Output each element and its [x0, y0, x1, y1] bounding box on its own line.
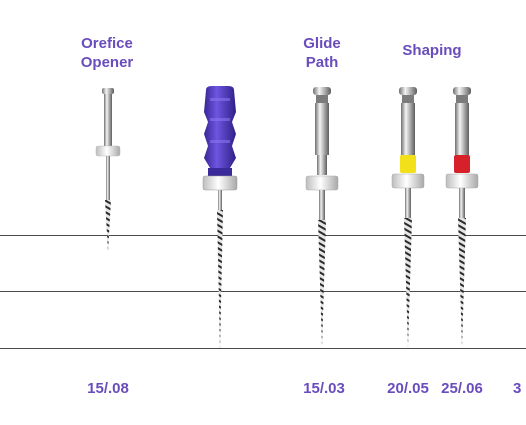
header-glide-line2: Path: [305, 54, 339, 71]
size-label-1: 15/.08: [87, 380, 129, 397]
header-glide-path: Glide Path: [296, 34, 348, 72]
shaping-file-20-05: [391, 87, 425, 348]
reference-line-3: [0, 348, 526, 349]
header-orifice-line1: Orefice: [81, 35, 133, 52]
header-glide-line1: Glide: [303, 35, 341, 52]
hand-k-file: [202, 86, 238, 352]
header-orifice-opener: Orefice Opener: [74, 34, 140, 72]
size-label-2: 15/.03: [303, 380, 345, 397]
shaping-file-25-06: [445, 87, 479, 348]
size-label-4: 25/.06: [441, 380, 483, 397]
size-label-3: 20/.05: [387, 380, 429, 397]
header-shaping: Shaping: [402, 42, 462, 59]
glide-path-file: [305, 87, 339, 348]
size-label-5: 3: [513, 380, 522, 397]
orifice-opener-file: [95, 88, 121, 252]
reference-line-1: [0, 235, 526, 236]
reference-line-2: [0, 291, 526, 292]
header-orifice-line2: Opener: [80, 54, 134, 71]
